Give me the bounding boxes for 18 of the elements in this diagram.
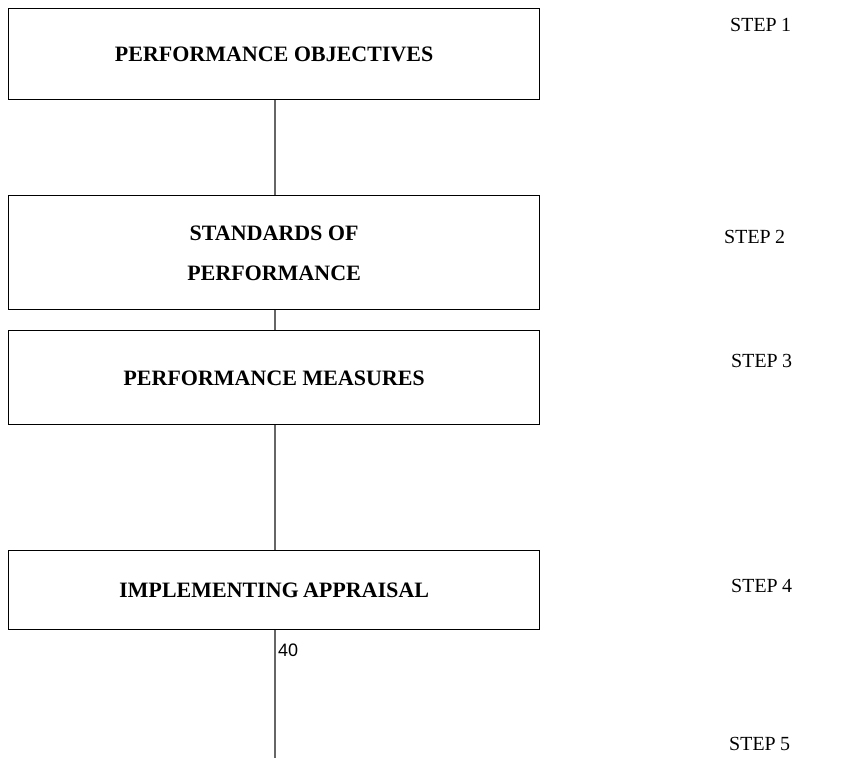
process-box: [8, 195, 540, 310]
connector-line: [274, 630, 276, 758]
process-box: [8, 550, 540, 630]
box-label: PERFORMANCE OBJECTIVES: [114, 40, 434, 68]
connector-line: [274, 310, 276, 330]
step-label: STEP 2: [724, 225, 785, 250]
box-label: PERFORMANCE MEASURES: [123, 364, 425, 392]
box-label: STANDARDS OF PERFORMANCE: [186, 218, 362, 286]
box-label: IMPLEMENTING APPRAISAL: [119, 576, 429, 604]
step-label: STEP 3: [731, 349, 792, 374]
step-label: STEP 5: [729, 732, 790, 757]
connector-line: [274, 100, 276, 195]
process-box: [8, 8, 540, 100]
step-label: STEP 4: [731, 574, 792, 599]
process-box: [8, 330, 540, 425]
step-label: STEP 1: [730, 13, 791, 38]
connector-line: [274, 425, 276, 550]
step-label: 40: [278, 639, 298, 662]
